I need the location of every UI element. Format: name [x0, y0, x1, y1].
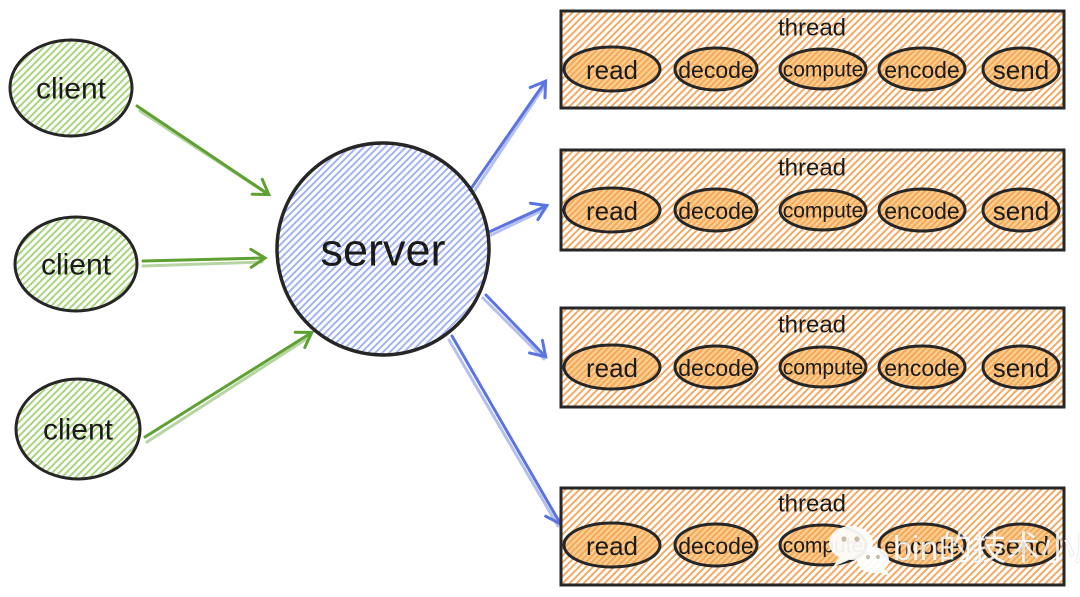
thread4-title: thread — [778, 491, 846, 518]
thread2-step-decode-label: decode — [678, 198, 753, 224]
client1-label: client — [36, 73, 107, 106]
wechat-small-bubble — [857, 547, 889, 573]
watermark-text: bin的技术小屋 — [893, 530, 1080, 568]
wechat-eye — [854, 536, 860, 542]
server-arrow3-ghost — [481, 296, 546, 361]
thread2-step-compute-label: compute — [783, 200, 864, 223]
client3-to-server-arrow — [143, 330, 315, 439]
wechat-eye — [875, 554, 881, 560]
server-to-thread-arrows — [447, 78, 563, 528]
thread4-step-encode-label: encode — [884, 533, 959, 559]
thread3-step-encode-label: encode — [884, 355, 959, 381]
thread4-step-decode-ellipse — [673, 522, 759, 568]
thread1-step-read-label: read — [586, 55, 638, 85]
client2-to-server-arrow — [141, 247, 268, 269]
client1-ellipse — [8, 38, 134, 138]
client-to-server-arrows — [135, 104, 315, 444]
thread3-step-read-ellipse — [562, 343, 662, 391]
thread-box-4: thread read decode compute encode send — [559, 486, 1066, 587]
thread1-step-encode-label: encode — [884, 57, 959, 83]
thread4-step-send-ellipse — [981, 522, 1061, 568]
watermark: bin的技术小屋 — [829, 526, 1080, 576]
thread4-step-decode-label: decode — [678, 533, 753, 559]
thread1-step-read-ellipse — [562, 45, 662, 93]
thread3-step-compute-ellipse — [778, 345, 868, 389]
client3-label: client — [43, 414, 114, 447]
server-to-thread3-arrow — [484, 293, 548, 359]
thread3-step-send-label: send — [993, 353, 1049, 383]
thread2-step-encode-ellipse — [877, 187, 967, 233]
client3-ellipse — [14, 377, 142, 481]
wechat-icon — [829, 526, 891, 576]
thread3-step-decode-ellipse — [673, 344, 759, 390]
thread4-step-read-ellipse — [562, 521, 662, 569]
thread1-step-compute-ellipse — [778, 47, 868, 91]
thread1-step-compute-label: compute — [783, 59, 864, 82]
thread1-title: thread — [778, 15, 846, 42]
thread4-step-read-label: read — [586, 531, 638, 561]
server-to-thread4-arrow — [450, 334, 563, 527]
client3-arrow-ghost — [145, 336, 310, 444]
thread-box-3: thread read decode compute encode send — [559, 306, 1066, 409]
client2-label: client — [41, 249, 112, 282]
client1-to-server-arrow — [135, 104, 272, 197]
client2-arrow-ghost — [141, 260, 264, 268]
thread-box-1: thread read decode compute encode send — [559, 9, 1066, 110]
server-node: server — [275, 141, 491, 357]
server-arrow1-ghost — [471, 83, 547, 195]
wechat-eye — [865, 554, 871, 560]
thread2-step-send-ellipse — [981, 187, 1061, 233]
wechat-big-bubble-tail — [833, 556, 849, 567]
thread-box-2: thread read decode compute encode send — [559, 148, 1066, 252]
server-arrow2-ghost — [487, 207, 547, 238]
wechat-small-bubble-tail — [877, 569, 891, 576]
client-nodes: client client client — [8, 38, 142, 481]
thread1-step-encode-ellipse — [877, 46, 967, 92]
client-node-3: client — [14, 377, 142, 481]
thread3-step-compute-label: compute — [783, 357, 864, 380]
thread1-step-decode-ellipse — [673, 46, 759, 92]
server-label: server — [320, 225, 445, 276]
thread4-step-send-label: send — [993, 531, 1049, 561]
thread2-step-decode-ellipse — [673, 187, 759, 233]
server-to-thread1-arrow — [468, 78, 548, 192]
thread3-step-send-ellipse — [981, 344, 1061, 390]
thread2-step-read-ellipse — [562, 186, 662, 234]
client-node-2: client — [13, 215, 139, 313]
thread2-step-compute-ellipse — [778, 188, 868, 232]
thread1-step-send-ellipse — [981, 46, 1061, 92]
thread3-title: thread — [778, 312, 846, 339]
server-arrow4-ghost — [447, 338, 560, 528]
server-to-thread2-arrow — [487, 201, 550, 234]
thread2-title: thread — [778, 155, 846, 182]
thread4-step-encode-ellipse — [877, 522, 967, 568]
thread2-step-read-label: read — [586, 196, 638, 226]
client2-ellipse — [13, 215, 139, 313]
thread1-step-decode-label: decode — [678, 57, 753, 83]
thread3-step-encode-ellipse — [877, 344, 967, 390]
thread2-step-send-label: send — [993, 196, 1049, 226]
thread3-step-decode-label: decode — [678, 355, 753, 381]
thread3-step-read-label: read — [586, 353, 638, 383]
thread2-step-encode-label: encode — [884, 198, 959, 224]
wechat-eye — [841, 536, 847, 542]
server-circle — [275, 141, 491, 357]
client-node-1: client — [8, 38, 134, 138]
thread1-step-send-label: send — [993, 55, 1049, 85]
